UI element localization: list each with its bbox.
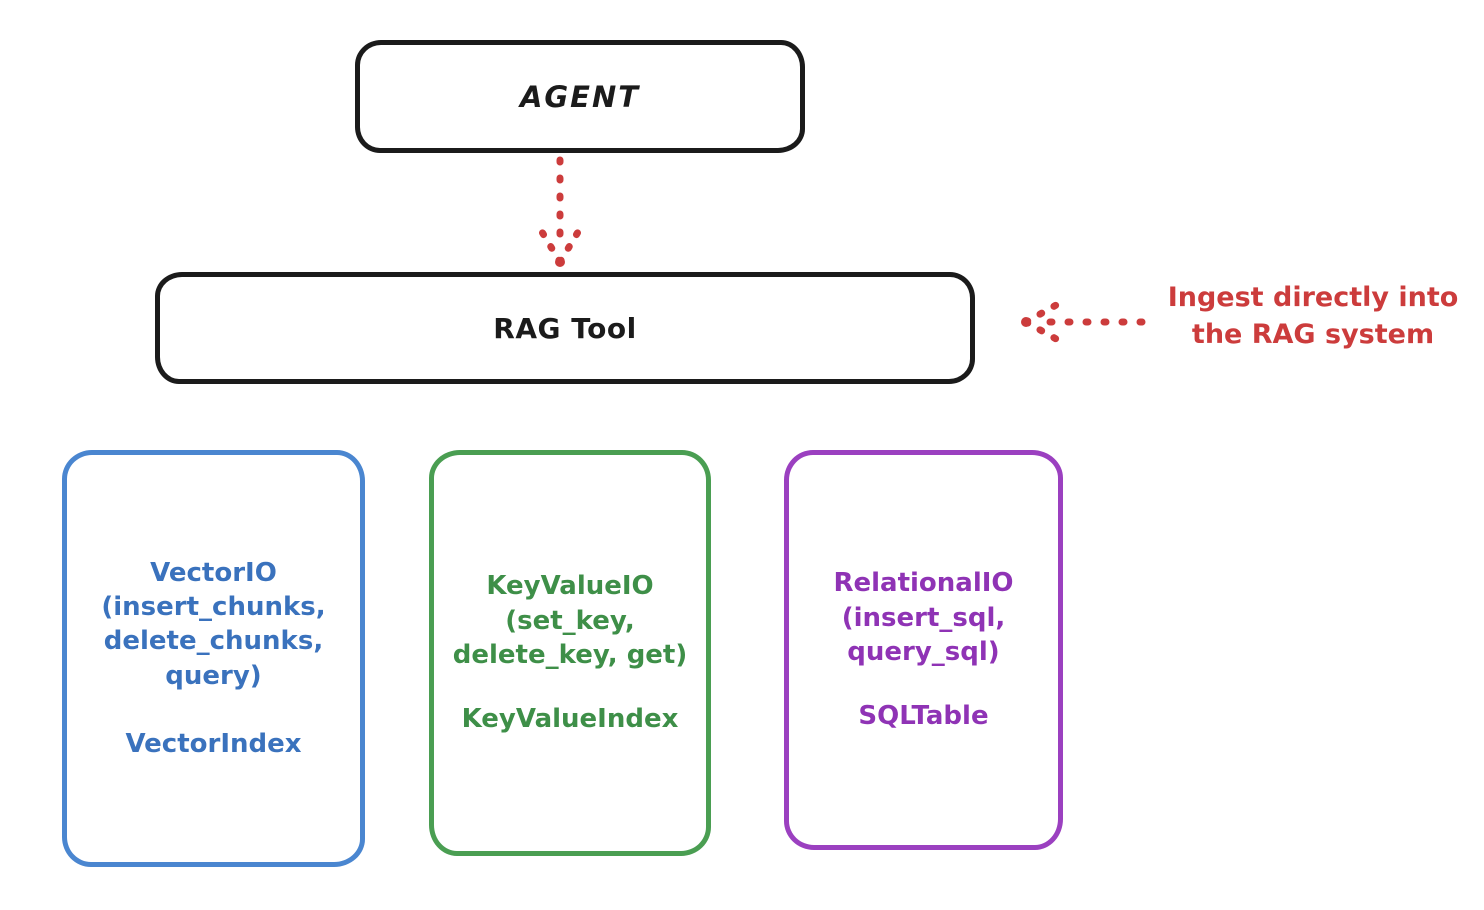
node-agent-label: AGENT	[519, 79, 641, 114]
node-relational-io-index: SQLTable	[858, 701, 989, 732]
edge-agent-to-rag-tool-icon	[538, 156, 582, 267]
node-relational-io-api: RelationalIO (insert_sql, query_sql)	[833, 568, 1014, 667]
node-vector-io-index: VectorIndex	[125, 728, 302, 759]
node-agent[interactable]: AGENT	[355, 40, 805, 153]
node-vector-io[interactable]: VectorIO (insert_chunks, delete_chunks, …	[62, 450, 365, 867]
edge-ingest-note-to-rag-tool-icon	[1021, 300, 1146, 344]
node-key-value-io-api: KeyValueIO (set_key, delete_key, get)	[452, 571, 688, 670]
node-key-value-io[interactable]: KeyValueIO (set_key, delete_key, get) Ke…	[429, 450, 711, 856]
node-vector-io-api: VectorIO (insert_chunks, delete_chunks, …	[101, 557, 326, 691]
node-rag-tool[interactable]: RAG Tool	[155, 272, 975, 384]
node-key-value-io-index: KeyValueIndex	[461, 704, 679, 735]
node-relational-io[interactable]: RelationalIO (insert_sql, query_sql) SQL…	[784, 450, 1063, 850]
node-rag-tool-label: RAG Tool	[493, 311, 637, 345]
annotation-ingest-note: Ingest directly into the RAG system	[1167, 282, 1459, 351]
